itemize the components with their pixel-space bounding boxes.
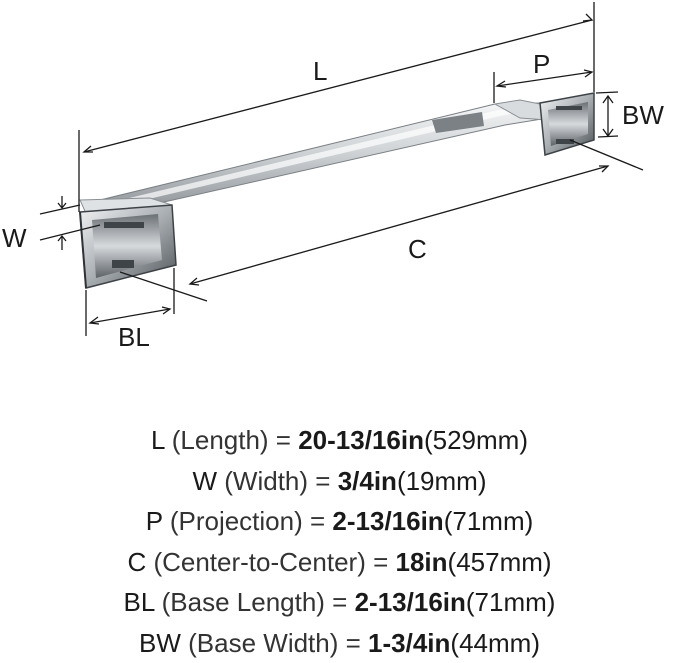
left-base [80,205,176,288]
towel-bar-dimension-diagram: L P BW W C BL [0,0,679,400]
label-W: W [2,223,27,253]
spec-code: BW [139,628,181,658]
dim-L-line [84,20,592,152]
spec-center-to-center: C (Center-to-Center) = 18in(457mm) [0,542,679,583]
spec-code: BL [124,587,155,617]
spec-name: (Center-to-Center) = [153,547,388,577]
dim-L-arrow-right [583,14,592,21]
spec-metric: (71mm) [444,506,534,536]
dim-W-arrow-bottom [58,236,66,250]
spec-value: 1-3/4in [368,628,450,658]
spec-metric: (19mm) [397,466,487,496]
dim-P-arrow-left [497,81,506,87]
dim-C-ext-left [120,272,207,301]
spec-value: 20-13/16in [298,425,424,455]
label-BL: BL [118,322,150,352]
spec-base-width: BW (Base Width) = 1-3/4in(44mm) [0,623,679,663]
dim-BW-ext-bottom [598,136,618,137]
spec-metric: (71mm) [466,587,556,617]
spec-name: (Base Width) = [188,628,361,658]
spec-metric: (457mm) [448,547,552,577]
spec-value: 2-13/16in [355,587,466,617]
spec-base-length: BL (Base Length) = 2-13/16in(71mm) [0,582,679,623]
label-BW: BW [622,100,664,130]
label-P: P [533,49,550,79]
spec-name: (Base Length) = [162,587,348,617]
spec-code: P [146,506,163,536]
spec-name: (Projection) = [170,506,325,536]
spec-code: W [192,466,217,496]
spec-name: (Width) = [224,466,330,496]
dim-BL-arrow-left [90,317,99,324]
label-C: C [408,234,427,264]
spec-code: L [151,425,165,455]
dimension-specifications: L (Length) = 20-13/16in(529mm) W (Width)… [0,420,679,663]
spec-width: W (Width) = 3/4in(19mm) [0,461,679,502]
dim-C-line [190,166,608,284]
right-base [540,93,594,155]
spec-metric: (529mm) [424,425,528,455]
spec-value: 3/4in [338,466,397,496]
spec-length: L (Length) = 20-13/16in(529mm) [0,420,679,461]
spec-name: (Length) = [172,425,291,455]
dim-W-arrow-top [58,196,66,208]
spec-metric: (44mm) [450,628,540,658]
spec-projection: P (Projection) = 2-13/16in(71mm) [0,501,679,542]
dim-BW-ext-top [596,92,618,93]
spec-value: 2-13/16in [332,506,443,536]
spec-value: 18in [396,547,448,577]
dimension-lines [40,2,643,336]
dim-BL-line [90,309,170,323]
spec-code: C [127,547,146,577]
label-L: L [313,56,327,86]
towel-bar [80,93,594,288]
